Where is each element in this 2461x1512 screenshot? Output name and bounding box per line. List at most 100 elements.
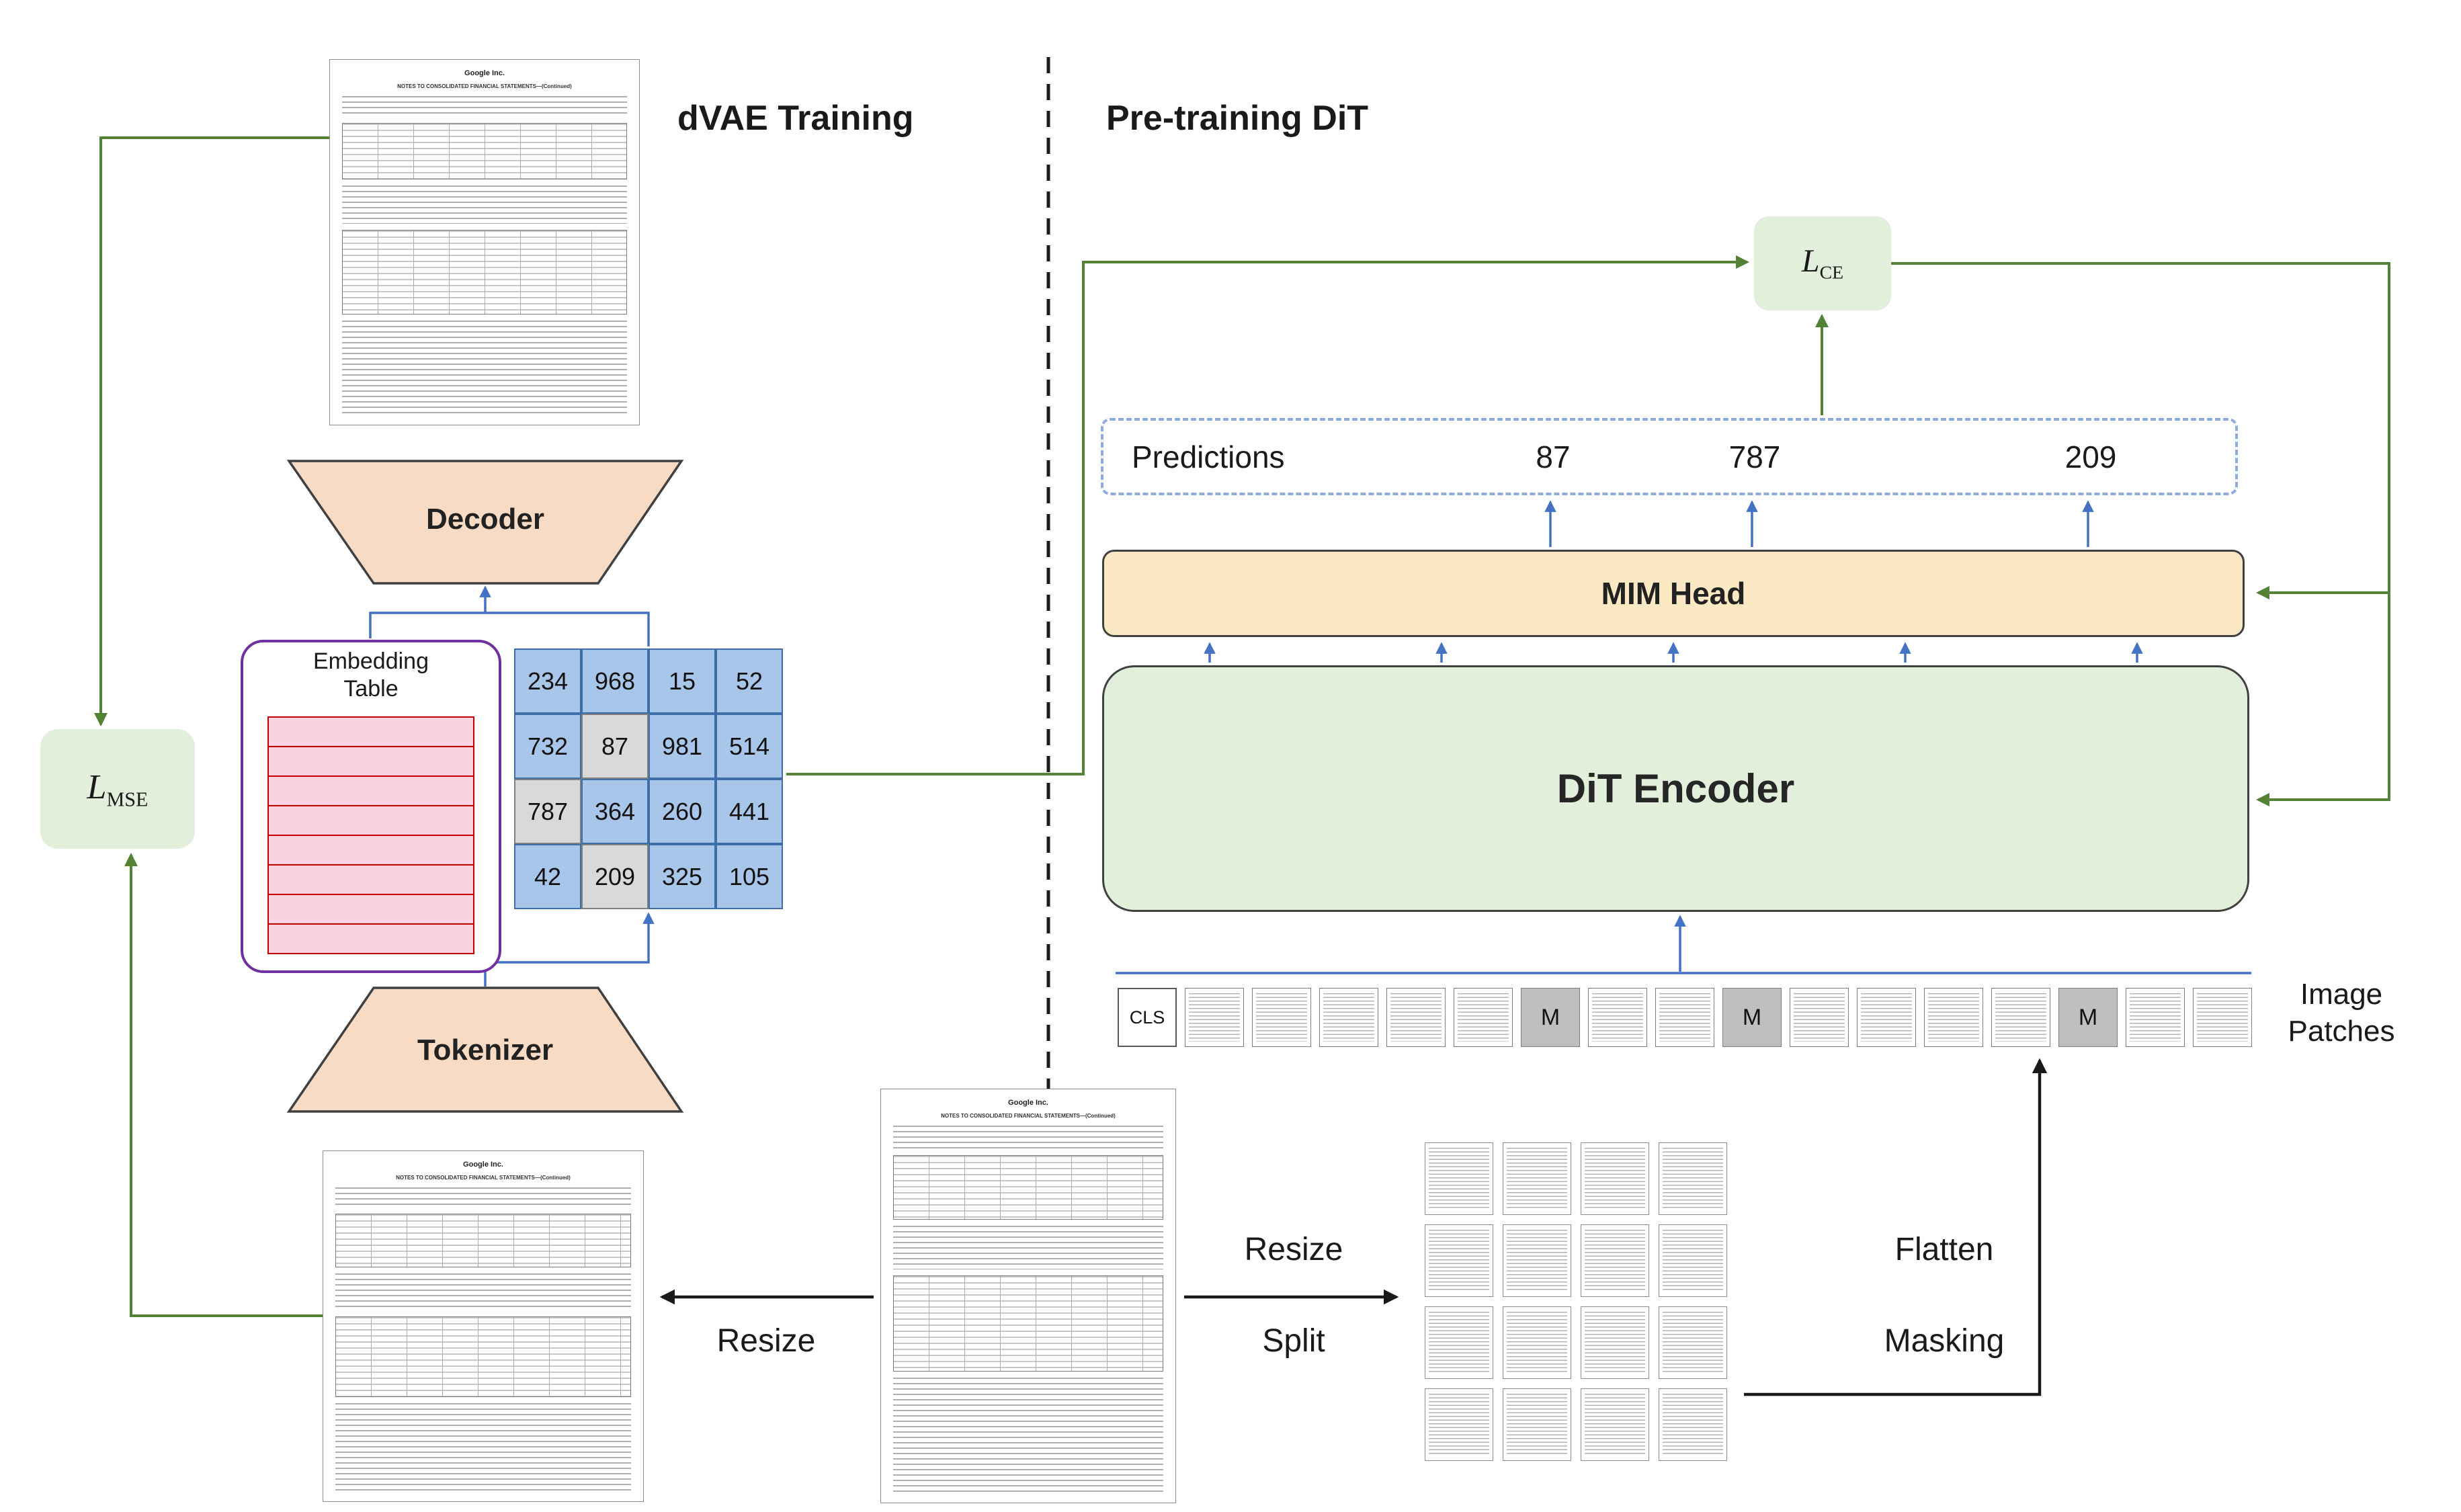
mse-loss-connections (94, 136, 329, 1317)
embedding-row (269, 866, 473, 895)
split-patch-tile (1425, 1142, 1493, 1215)
image-patch (2193, 988, 2252, 1047)
split-patch-tile (1503, 1224, 1571, 1297)
patch-content-lines (1663, 1312, 1723, 1374)
patch-content-lines (1663, 1230, 1723, 1292)
token-cell: 105 (716, 844, 783, 909)
document-text-lines (893, 1377, 1163, 1493)
embedding-table-title-line2: Table (343, 675, 399, 702)
token-cell: 15 (649, 648, 716, 714)
split-patch-tile (1425, 1306, 1493, 1379)
image-patches-caption-line1: Image (2300, 978, 2383, 1011)
token-cell: 364 (581, 779, 649, 844)
document-text-lines (342, 185, 627, 224)
token-cell: 981 (649, 714, 716, 779)
tokenizer-block-shape (286, 986, 684, 1113)
image-patch (1252, 988, 1311, 1047)
flatten-label: Flatten (1894, 1232, 1994, 1267)
ce-loss-box: LCE (1754, 216, 1891, 310)
document-text-lines (335, 1402, 631, 1492)
mse-loss-box: LMSE (40, 729, 195, 849)
section-title-pretraining-dit: Pre-training DiT (1106, 99, 1369, 138)
image-patch (1924, 988, 1983, 1047)
patch-content-lines (1659, 993, 1710, 1042)
split-patch-grid (1425, 1142, 1727, 1461)
resized-input-document-image: Google Inc. NOTES TO CONSOLIDATED FINANC… (323, 1150, 644, 1502)
patch-content-lines (1585, 1148, 1645, 1210)
embedding-grid-bracket (369, 612, 650, 646)
image-patch (1857, 988, 1916, 1047)
input-to-lmse-arrow (124, 853, 323, 1317)
patch-content-lines (2130, 993, 2181, 1042)
patch-content-lines (1995, 993, 2046, 1042)
document-text-lines (335, 1187, 631, 1208)
image-patch (2126, 988, 2185, 1047)
embedding-row (269, 777, 473, 806)
patch-content-lines (1507, 1230, 1567, 1292)
decoder-label: Decoder (425, 503, 545, 536)
split-label: Split (1262, 1323, 1325, 1359)
masking-label: Masking (1884, 1323, 2005, 1359)
patch-content-lines (1323, 993, 1374, 1042)
token-cell: 42 (514, 844, 581, 909)
reconstructed-to-lmse-arrow (94, 136, 329, 726)
image-patch (1991, 988, 2050, 1047)
embedding-row (269, 895, 473, 925)
image-patch (1655, 988, 1714, 1047)
document-text-lines (335, 1273, 631, 1310)
mse-loss-label: LMSE (87, 767, 149, 811)
token-cell-masked: 787 (514, 779, 581, 844)
reconstructed-document-image: Google Inc. NOTES TO CONSOLIDATED FINANC… (329, 59, 640, 425)
token-cell: 441 (716, 779, 783, 844)
patch-content-lines (1585, 1230, 1645, 1292)
cls-token: CLS (1118, 988, 1177, 1047)
patch-content-lines (2197, 993, 2248, 1042)
patch-content-lines (1429, 1148, 1489, 1210)
lce-to-encoder-arrow (1891, 262, 2390, 806)
ce-loss-connections (786, 255, 2390, 806)
document-company: Google Inc. (464, 69, 505, 77)
loss-symbol: L (1801, 243, 1820, 280)
loss-subscript: MSE (106, 788, 149, 811)
flatten-masking-arrow (1744, 1058, 2048, 1396)
patch-content-lines (1585, 1394, 1645, 1456)
document-text-lines (342, 95, 627, 117)
document-table (335, 1213, 631, 1268)
split-patch-tile (1581, 1306, 1649, 1379)
patch-content-lines (1189, 993, 1240, 1042)
embedding-row (269, 925, 473, 953)
predicted-token-value: 87 (1536, 439, 1571, 474)
predicted-token-value: 787 (1728, 439, 1781, 474)
split-patch-tile (1503, 1388, 1571, 1461)
document-table (342, 122, 627, 180)
embedding-table-title: Embedding Table (247, 648, 495, 703)
patch-content-lines (1794, 993, 1845, 1042)
token-cell: 968 (581, 648, 649, 714)
image-patches-caption-line2: Patches (2288, 1015, 2395, 1048)
document-heading: NOTES TO CONSOLIDATED FINANCIAL STATEMEN… (397, 83, 572, 90)
patch-content-lines (1585, 1312, 1645, 1374)
patch-content-lines (1429, 1230, 1489, 1292)
patch-content-lines (1507, 1148, 1567, 1210)
resize-left-label: Resize (716, 1323, 816, 1359)
image-patch (1588, 988, 1647, 1047)
document-text-lines (893, 1125, 1163, 1150)
loss-subscript: CE (1819, 262, 1844, 284)
masked-patch: M (1722, 988, 1782, 1047)
document-heading: NOTES TO CONSOLIDATED FINANCIAL STATEMEN… (941, 1113, 1116, 1120)
patch-content-lines (1429, 1312, 1489, 1374)
document-company: Google Inc. (1008, 1099, 1048, 1107)
predictions-label: Predictions (1132, 439, 1285, 474)
embedding-row (269, 806, 473, 836)
split-patch-tile (1659, 1306, 1727, 1379)
patch-content-lines (1663, 1148, 1723, 1210)
predicted-token-value: 209 (2064, 439, 2117, 474)
patch-content-lines (1861, 993, 1912, 1042)
tokens-to-lce-arrow (786, 255, 1749, 775)
document-company: Google Inc. (463, 1161, 503, 1169)
resize-right-label: Resize (1244, 1232, 1343, 1267)
token-cell: 732 (514, 714, 581, 779)
mim-head-block: MIM Head (1102, 550, 2245, 637)
split-patch-tile (1503, 1306, 1571, 1379)
